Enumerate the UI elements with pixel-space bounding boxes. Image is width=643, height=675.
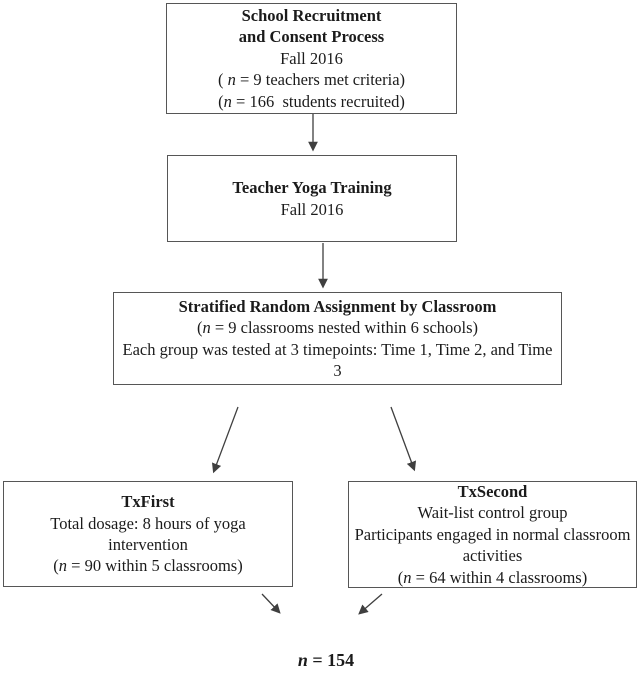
text-line: Stratified Random Assignment by Classroo… [178,296,497,316]
text-line: Each group was tested at 3 timepoints: T… [122,339,553,359]
arrow-assignment-to-txsecond [390,406,417,472]
final-sample-label: n = 154 [298,650,354,671]
text-line: (n = 9 classrooms nested within 6 school… [196,318,479,338]
text-line: and Consent Process [238,27,385,47]
arrow-txfirst-to-total [261,593,281,614]
text-line: n = 154 [297,650,355,670]
text-line: intervention [108,535,188,554]
text-line: Fall 2016 [280,199,344,219]
text-line: Fall 2016 [280,48,343,68]
text-line: (n = 64 within 4 classrooms) [397,567,588,587]
text-line: (n = 166 students recruited) [218,91,405,111]
text-line: activities [462,546,523,566]
text-line: Total dosage: 8 hours of yoga [50,513,246,533]
text-line: School Recruitment [241,5,382,25]
text-line: Wait-list control group [417,503,568,523]
arrow-assignment-to-txfirst [212,406,239,474]
text-line: 3 [333,360,342,380]
text-line: Participants engaged in normal classroom [354,524,631,544]
random-assignment-box: Stratified Random Assignment by Classroo… [113,292,562,385]
text-line: Teacher Yoga Training [232,178,392,198]
text-line: (n = 90 within 5 classrooms) [53,556,243,576]
text-line: TxFirst [121,492,175,512]
arrow-txsecond-to-total [358,593,383,615]
text-line: TxSecond [457,481,528,501]
text-line: ( n = 9 teachers met criteria) [217,70,406,90]
